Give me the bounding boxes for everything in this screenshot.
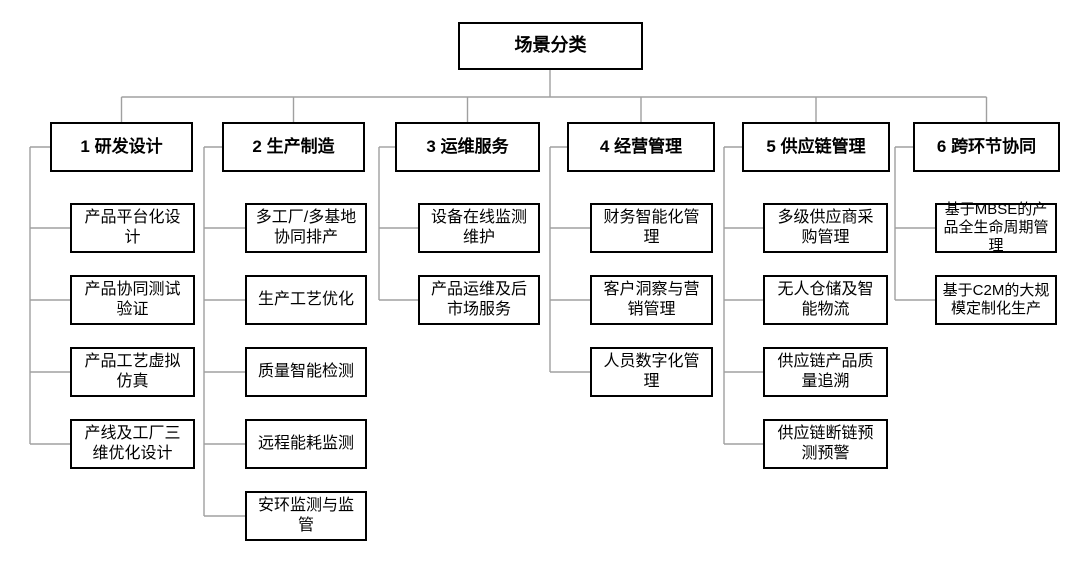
scenario-node: 产品运维及后市场服务 (418, 275, 540, 325)
scenario-node: 供应链产品质量追溯 (763, 347, 888, 397)
category-node-3: 3 运维服务 (395, 122, 540, 172)
root-node: 场景分类 (458, 22, 643, 70)
scenario-node: 质量智能检测 (245, 347, 367, 397)
category-node-5: 5 供应链管理 (742, 122, 890, 172)
scenario-node: 基于C2M的大规模定制化生产 (935, 275, 1057, 325)
category-node-2: 2 生产制造 (222, 122, 365, 172)
category-node-1: 1 研发设计 (50, 122, 193, 172)
scenario-node: 无人仓储及智能物流 (763, 275, 888, 325)
scenario-node: 多级供应商采购管理 (763, 203, 888, 253)
category-node-4: 4 经营管理 (567, 122, 715, 172)
scenario-node: 人员数字化管理 (590, 347, 713, 397)
scenario-node: 多工厂/多基地协同排产 (245, 203, 367, 253)
scenario-node: 财务智能化管理 (590, 203, 713, 253)
scenario-node: 产品平台化设计 (70, 203, 195, 253)
scenario-node: 生产工艺优化 (245, 275, 367, 325)
scenario-node: 安环监测与监管 (245, 491, 367, 541)
scenario-node: 供应链断链预测预警 (763, 419, 888, 469)
scenario-node: 基于MBSE的产品全生命周期管理 (935, 201, 1057, 254)
category-node-6: 6 跨环节协同 (913, 122, 1060, 172)
scenario-node: 设备在线监测维护 (418, 203, 540, 253)
scenario-node: 产线及工厂三维优化设计 (70, 419, 195, 469)
scenario-node: 远程能耗监测 (245, 419, 367, 469)
scenario-node: 客户洞察与营销管理 (590, 275, 713, 325)
scenario-node: 产品工艺虚拟仿真 (70, 347, 195, 397)
scenario-node: 产品协同测试验证 (70, 275, 195, 325)
